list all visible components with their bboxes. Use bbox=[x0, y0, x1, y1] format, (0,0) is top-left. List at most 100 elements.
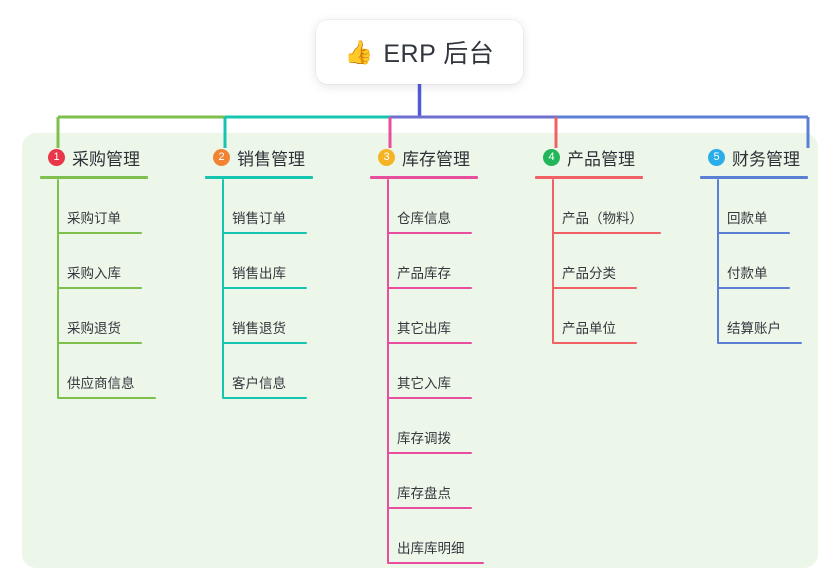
root-title-card[interactable]: 👍 ERP 后台 bbox=[316, 20, 523, 84]
branch-item-underline bbox=[223, 397, 307, 399]
branch-header-2[interactable]: 2 销售管理 bbox=[205, 145, 313, 169]
branch-item[interactable]: 出库库明细 bbox=[370, 509, 484, 564]
branch-item-label: 产品单位 bbox=[562, 321, 616, 336]
branch-item[interactable]: 销售订单 bbox=[205, 179, 313, 234]
branch-header-3[interactable]: 3 库存管理 bbox=[370, 145, 478, 169]
branch-spine bbox=[387, 179, 389, 564]
branch-item-label: 客户信息 bbox=[232, 376, 286, 391]
branch-item-underline bbox=[388, 562, 484, 564]
branch-header-5[interactable]: 5 财务管理 bbox=[700, 145, 808, 169]
branch-item[interactable]: 产品库存 bbox=[370, 234, 478, 289]
branch-item-label: 采购退货 bbox=[67, 321, 121, 336]
branch-item-label: 其它入库 bbox=[397, 376, 451, 391]
branch-item[interactable]: 库存盘点 bbox=[370, 454, 478, 509]
branch-item[interactable]: 供应商信息 bbox=[40, 344, 156, 399]
branch-number-badge: 1 bbox=[48, 148, 65, 166]
branch-item-label: 库存调拨 bbox=[397, 431, 451, 446]
branch-item[interactable]: 其它出库 bbox=[370, 289, 478, 344]
branch-item-underline bbox=[58, 232, 142, 234]
branch-item-label: 产品库存 bbox=[397, 266, 451, 281]
branch-item-list: 采购订单采购入库采购退货供应商信息 bbox=[40, 179, 156, 399]
branch-spine bbox=[552, 179, 554, 344]
branch-item[interactable]: 采购退货 bbox=[40, 289, 148, 344]
branch-item-underline bbox=[388, 452, 472, 454]
branch-item-underline bbox=[58, 287, 142, 289]
branch-item[interactable]: 采购入库 bbox=[40, 234, 148, 289]
branch-spine bbox=[222, 179, 224, 399]
branch-item-label: 其它出库 bbox=[397, 321, 451, 336]
branch-item-label: 库存盘点 bbox=[397, 486, 451, 501]
branch-title: 库存管理 bbox=[402, 149, 470, 169]
branch-item[interactable]: 产品（物料） bbox=[535, 179, 661, 234]
branch-spine bbox=[717, 179, 719, 344]
branch-item-underline bbox=[58, 397, 156, 399]
branch-item-label: 结算账户 bbox=[727, 321, 781, 336]
branch-header-rule bbox=[40, 176, 148, 179]
branch-item-label: 产品分类 bbox=[562, 266, 616, 281]
branch-item-underline bbox=[553, 232, 661, 234]
branch-item[interactable]: 付款单 bbox=[700, 234, 808, 289]
branch-item-underline bbox=[553, 342, 637, 344]
branch-item-underline bbox=[58, 342, 142, 344]
branch-item-label: 销售订单 bbox=[232, 211, 286, 226]
branch-item-underline bbox=[223, 232, 307, 234]
branch-item-list: 回款单付款单结算账户 bbox=[700, 179, 808, 344]
branch-item[interactable]: 仓库信息 bbox=[370, 179, 478, 234]
branch-item[interactable]: 其它入库 bbox=[370, 344, 478, 399]
branch-item[interactable]: 产品单位 bbox=[535, 289, 643, 344]
branch-header-rule bbox=[535, 176, 643, 179]
branch-item[interactable]: 结算账户 bbox=[700, 289, 808, 344]
branch-item-label: 供应商信息 bbox=[67, 376, 135, 391]
branch-title: 销售管理 bbox=[237, 149, 305, 169]
branch-item-underline bbox=[388, 342, 472, 344]
branch-item-list: 销售订单销售出库销售退货客户信息 bbox=[205, 179, 313, 399]
branch-item[interactable]: 客户信息 bbox=[205, 344, 313, 399]
branch-item-underline bbox=[388, 232, 472, 234]
branch-item[interactable]: 销售出库 bbox=[205, 234, 313, 289]
branch-item-underline bbox=[718, 287, 790, 289]
branch-number-badge: 2 bbox=[213, 148, 230, 166]
thumbs-up-icon: 👍 bbox=[344, 38, 374, 65]
branch-column-2: 2 销售管理销售订单销售出库销售退货客户信息 bbox=[205, 145, 313, 399]
branch-number-badge: 3 bbox=[378, 148, 395, 166]
branch-item-underline bbox=[223, 342, 307, 344]
branch-item-underline bbox=[388, 397, 472, 399]
branch-item-label: 付款单 bbox=[727, 266, 768, 281]
branch-item-label: 销售退货 bbox=[232, 321, 286, 336]
branch-item-underline bbox=[388, 507, 472, 509]
branch-item-list: 产品（物料） 产品分类产品单位 bbox=[535, 179, 661, 344]
branch-item[interactable]: 库存调拨 bbox=[370, 399, 478, 454]
branch-title: 产品管理 bbox=[567, 149, 635, 169]
branch-item-underline bbox=[553, 287, 637, 289]
branch-item-label: 仓库信息 bbox=[397, 211, 451, 226]
branch-item-label: 采购订单 bbox=[67, 211, 121, 226]
branch-item-label: 采购入库 bbox=[67, 266, 121, 281]
branch-column-3: 3 库存管理仓库信息产品库存其它出库其它入库库存调拨库存盘点出库库明细 bbox=[370, 145, 484, 564]
branch-item[interactable]: 销售退货 bbox=[205, 289, 313, 344]
branch-item-label: 回款单 bbox=[727, 211, 768, 226]
branch-header-rule bbox=[700, 176, 808, 179]
root-title-text: ERP 后台 bbox=[383, 40, 495, 68]
branch-title: 财务管理 bbox=[732, 149, 800, 169]
branch-item-underline bbox=[718, 232, 790, 234]
branch-item-underline bbox=[223, 287, 307, 289]
branch-column-5: 5 财务管理回款单付款单结算账户 bbox=[700, 145, 808, 344]
branch-item[interactable]: 产品分类 bbox=[535, 234, 643, 289]
branch-item[interactable]: 回款单 bbox=[700, 179, 808, 234]
branch-number-badge: 5 bbox=[708, 148, 725, 166]
mindmap-panel bbox=[22, 133, 818, 568]
branch-item-underline bbox=[388, 287, 472, 289]
branch-item-list: 仓库信息产品库存其它出库其它入库库存调拨库存盘点出库库明细 bbox=[370, 179, 484, 564]
branch-item[interactable]: 采购订单 bbox=[40, 179, 148, 234]
branch-item-label: 出库库明细 bbox=[397, 541, 465, 556]
branch-item-label: 销售出库 bbox=[232, 266, 286, 281]
branch-header-rule bbox=[205, 176, 313, 179]
branch-item-label: 产品（物料） bbox=[562, 211, 643, 226]
branch-item-underline bbox=[718, 342, 802, 344]
